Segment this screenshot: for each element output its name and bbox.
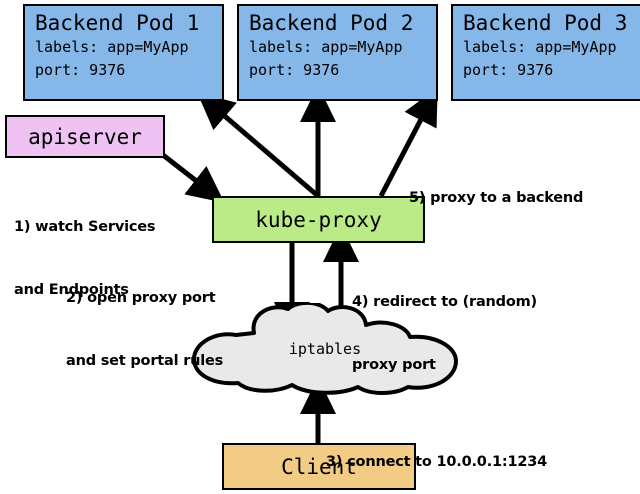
annotation-step-3: 3) connect to 10.0.0.1:1234 <box>326 410 547 494</box>
backend-pod-1-port: port: 9376 <box>35 61 126 79</box>
client-box[interactable]: Client <box>222 443 416 490</box>
annotation-step-5-line-1: 5) proxy to a backend <box>409 190 584 206</box>
kube-proxy-box[interactable]: kube-proxy <box>212 196 425 243</box>
annotation-step-4: 4) redirect to (random) proxy port <box>352 250 537 418</box>
annotation-step-2: 2) open proxy port and set portal rules <box>66 246 223 414</box>
annotation-step-1-line-2: and Endpoints <box>14 282 129 298</box>
backend-pod-2-title: Backend Pod 2 <box>249 11 414 35</box>
backend-pod-2-port: port: 9376 <box>249 61 340 79</box>
apiserver-box[interactable]: apiserver <box>5 115 165 158</box>
backend-pod-3-labels: labels: app=MyApp <box>463 38 617 56</box>
backend-pod-3-port: port: 9376 <box>463 61 554 79</box>
arrow-kubeproxy-to-pod3 <box>378 87 438 198</box>
annotation-step-3-line-1: 3) connect to 10.0.0.1:1234 <box>326 454 548 470</box>
arrow-kubeproxy-to-pod1 <box>197 92 320 198</box>
backend-pod-1-box[interactable]: Backend Pod 1 labels: app=MyApp port: 93… <box>23 4 224 101</box>
backend-pod-2-labels: labels: app=MyApp <box>249 38 403 56</box>
arrow-apiserver-to-kubeproxy <box>161 153 225 203</box>
annotation-step-1: 1) watch Services and Endpoints <box>14 175 156 343</box>
annotation-step-1-line-1: 1) watch Services <box>14 219 156 235</box>
annotation-step-2-line-1: 2) open proxy port <box>66 290 216 306</box>
cloud-shape <box>192 300 458 395</box>
backend-pod-1-labels: labels: app=MyApp <box>35 38 189 56</box>
backend-pod-3-box[interactable]: Backend Pod 3 labels: app=MyApp port: 93… <box>451 4 640 101</box>
annotation-step-2-line-2: and set portal rules <box>66 353 224 369</box>
annotation-step-4-line-2: proxy port <box>352 357 436 373</box>
backend-pod-1-title: Backend Pod 1 <box>35 11 200 35</box>
backend-pod-3-title: Backend Pod 3 <box>463 11 628 35</box>
annotation-step-5: 5) proxy to a backend <box>409 146 583 251</box>
annotation-step-4-line-1: 4) redirect to (random) <box>352 294 537 310</box>
backend-pod-2-box[interactable]: Backend Pod 2 labels: app=MyApp port: 93… <box>237 4 438 101</box>
